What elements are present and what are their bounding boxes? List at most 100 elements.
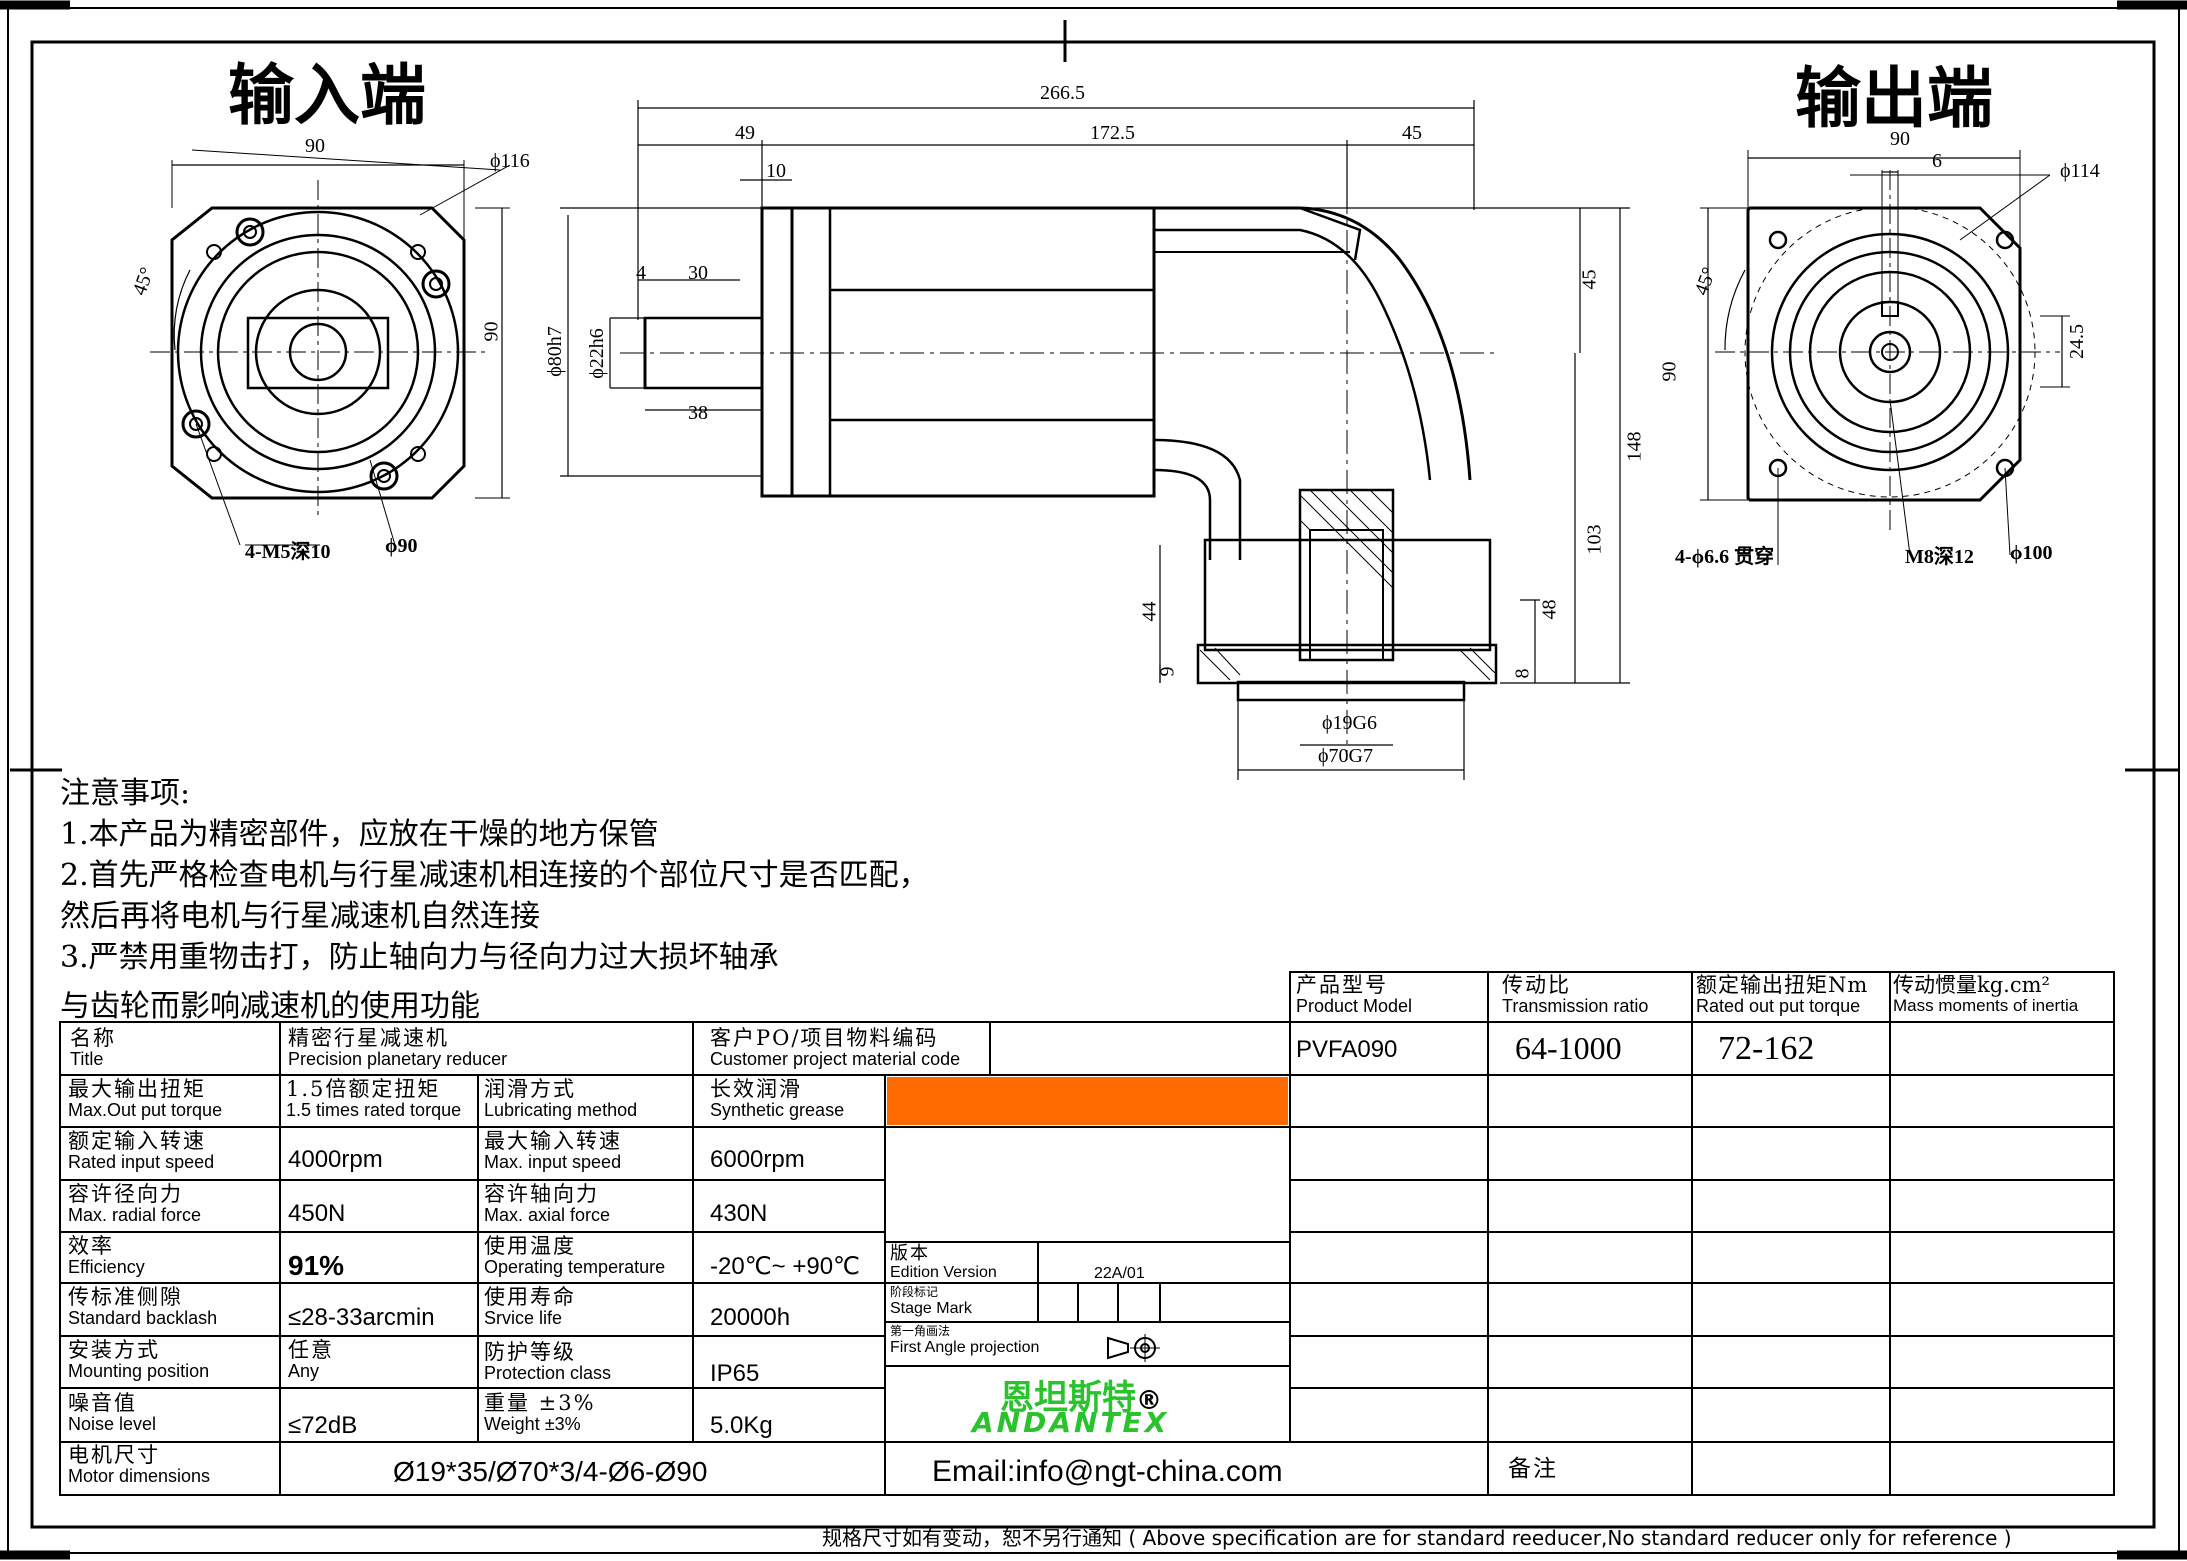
inertia-header: 传动惯量kg.cm² Mass moments of inertia bbox=[1893, 973, 2079, 1015]
backlash-label: 传标准侧隙 Standard backlash bbox=[68, 1285, 218, 1328]
dim-shaft4: 4 bbox=[636, 262, 646, 284]
torque-value: 72-162 bbox=[1718, 1030, 1815, 1067]
dim-h9: 9 bbox=[1156, 666, 1179, 677]
edition-value: 22A/01 bbox=[1094, 1265, 1145, 1282]
projection-label: 第一角画法 First Angle projection bbox=[890, 1324, 1040, 1357]
input-end-view bbox=[150, 149, 511, 546]
dim-h103: 103 bbox=[1583, 524, 1606, 555]
dim-seg172: 172.5 bbox=[1090, 122, 1135, 144]
input-end-title: 输入端 bbox=[228, 56, 426, 134]
life-value: 20000h bbox=[710, 1304, 791, 1331]
noise-value: ≤72dB bbox=[288, 1412, 358, 1439]
stage-label: 阶段标记 Stage Mark bbox=[890, 1285, 972, 1318]
dim-h148: 148 bbox=[1623, 431, 1646, 462]
eff-value: 91% bbox=[288, 1250, 345, 1281]
dim-bore19: ϕ19G6 bbox=[1322, 712, 1377, 734]
dim-out-key: 6 bbox=[1932, 150, 1942, 172]
lub-value: 长效润滑 Synthetic grease bbox=[710, 1077, 845, 1120]
edition-label: 版本 Edition Version bbox=[890, 1243, 997, 1282]
dim-in-width: 90 bbox=[305, 135, 325, 157]
notes-line3: 然后再将电机与行星减速机自然连接 bbox=[60, 899, 540, 934]
dim-seg10: 10 bbox=[766, 160, 786, 182]
motor-label: 电机尺寸 Motor dimensions bbox=[68, 1443, 211, 1486]
maxin-label: 最大输入转速 Max. input speed bbox=[484, 1129, 622, 1172]
footer-note: 规格尺寸如有变动，恕不另行通知 ( Above specification ar… bbox=[822, 1526, 2012, 1550]
dim-h8: 8 bbox=[1511, 668, 1534, 679]
brand-cn: 恩坦斯特 bbox=[1000, 1378, 1136, 1418]
life-label: 使用寿命 Srvice life bbox=[484, 1285, 576, 1328]
radial-label: 容许径向力 Max. radial force bbox=[68, 1182, 202, 1225]
dim-seg49: 49 bbox=[735, 122, 755, 144]
rin-label: 额定输入转速 Rated input speed bbox=[68, 1129, 215, 1172]
mount-label: 安装方式 Mounting position bbox=[68, 1338, 210, 1381]
temp-value: -20℃~ +90℃ bbox=[710, 1253, 860, 1280]
dim-in-dia90: ϕ90 bbox=[385, 535, 418, 557]
mount-value: 任意 Any bbox=[288, 1338, 334, 1381]
weight-label: 重量 ±3% Weight ±3% bbox=[484, 1391, 596, 1434]
ratio-header: 传动比 Transmission ratio bbox=[1502, 973, 1649, 1016]
notes-line4: 3.严禁用重物击打，防止轴向力与径向力过大损坏轴承 bbox=[60, 940, 779, 975]
weight-value: 5.0Kg bbox=[710, 1412, 773, 1439]
dim-in-height: 90 bbox=[480, 321, 503, 342]
dim-shaft38: 38 bbox=[688, 402, 708, 424]
prot-value: IP65 bbox=[710, 1360, 760, 1387]
maxtorque-label: 最大输出扭矩 Max.Out put torque bbox=[68, 1077, 223, 1120]
dim-h48: 48 bbox=[1538, 599, 1561, 620]
dim-in-dia116: ϕ116 bbox=[490, 150, 530, 172]
highlight-cell bbox=[887, 1077, 1288, 1125]
dim-bore70: ϕ70G7 bbox=[1318, 745, 1373, 767]
dim-out-width: 90 bbox=[1890, 128, 1910, 150]
title-value: 精密行星减速机 Precision planetary reducer bbox=[288, 1026, 508, 1069]
notes-line5: 与齿轮而影响减速机的使用功能 bbox=[60, 989, 480, 1024]
dim-pilot: ϕ80h7 bbox=[543, 326, 566, 377]
rin-value: 4000rpm bbox=[288, 1146, 383, 1173]
dim-in-holes: 4-M5深10 bbox=[245, 541, 331, 563]
output-end-view bbox=[1700, 150, 2070, 565]
motor-value: Ø19*35/Ø70*3/4-Ø6-Ø90 bbox=[393, 1456, 708, 1487]
lub-label: 润滑方式 Lubricating method bbox=[484, 1077, 638, 1120]
ratio-value: 64-1000 bbox=[1515, 1030, 1622, 1066]
center-marks bbox=[10, 20, 2180, 772]
remark-label: 备注 bbox=[1508, 1456, 1558, 1482]
axial-value: 430N bbox=[710, 1200, 768, 1227]
first-angle-symbol bbox=[1107, 1334, 1160, 1362]
dim-out-height: 90 bbox=[1658, 361, 1681, 382]
prot-label: 防护等级 Protection class bbox=[484, 1340, 612, 1383]
email: Email:info@ngt-china.com bbox=[932, 1455, 1283, 1488]
notes-line2: 2.首先严格检查电机与行星减速机相连接的个部位尺寸是否匹配， bbox=[60, 858, 929, 893]
torque-header: 额定输出扭矩Nm Rated out put torque bbox=[1696, 973, 1869, 1016]
output-end-title: 输出端 bbox=[1795, 59, 1993, 137]
dim-h45: 45 bbox=[1578, 269, 1601, 290]
dim-seg45: 45 bbox=[1402, 122, 1422, 144]
side-view bbox=[560, 100, 1630, 780]
radial-value: 450N bbox=[288, 1200, 346, 1227]
spec-table-lines bbox=[59, 971, 2115, 1496]
dim-out-m8: M8深12 bbox=[1905, 546, 1974, 568]
brand-logo: 恩坦斯特® bbox=[1000, 1370, 1162, 1419]
dim-shaft30: 30 bbox=[688, 262, 708, 284]
maxtorque-value: 1.5倍额定扭矩 1.5 times rated torque bbox=[286, 1077, 462, 1120]
dim-total: 266.5 bbox=[1040, 82, 1085, 104]
brand-en: ANDANTEX bbox=[972, 1406, 1170, 1439]
backlash-value: ≤28-33arcmin bbox=[288, 1304, 435, 1331]
brand-reg: ® bbox=[1136, 1386, 1162, 1416]
dim-out-24: 24.5 bbox=[2066, 324, 2088, 359]
outer-frame bbox=[7, 7, 2180, 1554]
dim-out-dia100: ϕ100 bbox=[2010, 542, 2053, 564]
dim-h44: 44 bbox=[1138, 601, 1161, 622]
model-header: 产品型号 Product Model bbox=[1296, 973, 1413, 1016]
notes-heading: 注意事项: bbox=[60, 776, 191, 811]
maxin-value: 6000rpm bbox=[710, 1146, 805, 1173]
noise-label: 噪音值 Noise level bbox=[68, 1391, 157, 1434]
notes-line1: 1.本产品为精密部件，应放在干燥的地方保管 bbox=[60, 817, 659, 852]
model-value: PVFA090 bbox=[1296, 1036, 1398, 1063]
dim-out-holes: 4-ϕ6.6 贯穿 bbox=[1675, 546, 1775, 568]
dim-shaft-dia: ϕ22h6 bbox=[585, 328, 608, 379]
axial-label: 容许轴向力 Max. axial force bbox=[484, 1182, 611, 1225]
dim-out-dia114: ϕ114 bbox=[2060, 160, 2100, 182]
inner-frame bbox=[30, 40, 2156, 1529]
eff-label: 效率 Efficiency bbox=[68, 1234, 145, 1277]
temp-label: 使用温度 Operating temperature bbox=[484, 1234, 666, 1277]
